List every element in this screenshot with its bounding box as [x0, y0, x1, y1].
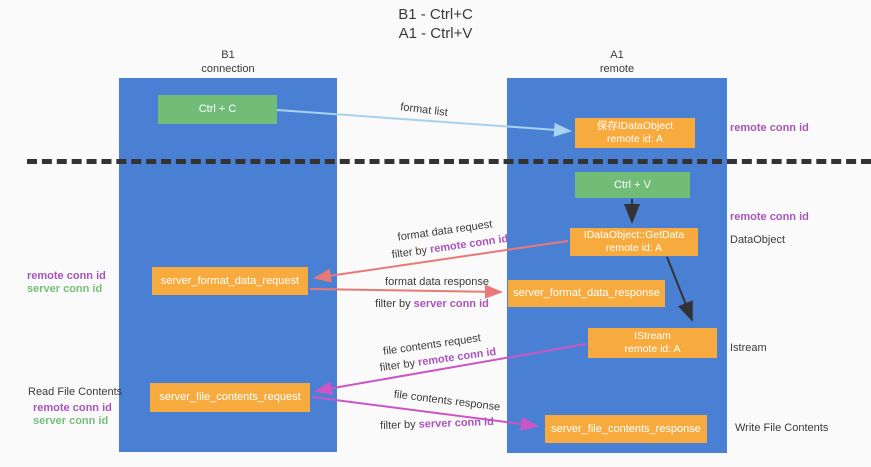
label-format-list: format list — [399, 101, 449, 119]
node-ctrl-v-label: Ctrl + V — [614, 178, 651, 191]
node-istream-line2: remote id: A — [624, 343, 681, 355]
title-line-1: B1 - Ctrl+C — [398, 6, 473, 23]
node-istream: IStream remote id: A — [588, 328, 717, 358]
label-file-contents-response: file contents response — [393, 388, 501, 414]
label-remote-conn-id-left-1: remote conn id — [27, 270, 106, 282]
lane-a1-role: remote — [599, 63, 635, 75]
server-conn-id-text: server conn id — [413, 298, 489, 310]
node-ctrl-c-label: Ctrl + C — [198, 103, 237, 115]
filter-by-text: filter by — [375, 298, 414, 310]
node-server-format-data-response: server_format_data_response — [508, 280, 665, 307]
label-filter-by-server-2: filter by server conn id — [380, 416, 494, 432]
label-istream: Istream — [730, 342, 767, 354]
label-remote-conn-id-mid-right: remote conn id — [730, 211, 809, 223]
node-file-response-label: server_file_contents_response — [551, 422, 701, 435]
node-format-response-label: server_format_data_response — [513, 287, 660, 299]
node-istream-line1: IStream — [634, 330, 671, 342]
server-conn-id-text: server conn id — [418, 416, 495, 431]
label-write-file-contents: Write File Contents — [735, 422, 829, 434]
label-read-file-contents: Read File Contents — [28, 386, 123, 398]
lane-header-a1: A1 remote — [507, 48, 727, 76]
node-getdata-line2: remote id: A — [605, 242, 663, 254]
node-ctrl-c: Ctrl + C — [158, 95, 277, 124]
lane-header-b1: B1 connection — [119, 48, 337, 76]
title-line-2: A1 - Ctrl+V — [398, 25, 473, 42]
label-remote-conn-id-top-right: remote conn id — [730, 122, 809, 134]
lane-b1-name: B1 — [221, 49, 235, 61]
label-server-conn-id-left-2: server conn id — [33, 415, 109, 427]
label-remote-conn-id-left-2: remote conn id — [33, 402, 112, 414]
label-format-data-response: format data response — [385, 276, 489, 288]
node-idataobject-getdata: IDataObject::GetData remote id: A — [570, 228, 698, 256]
node-server-file-contents-request: server_file_contents_request — [150, 383, 310, 412]
diagram-title: B1 - Ctrl+C A1 - Ctrl+V — [0, 5, 871, 43]
node-format-request-label: server_format_data_request — [160, 274, 300, 287]
label-server-conn-id-left-1: server conn id — [27, 283, 103, 295]
format-data-response-arrow — [309, 284, 503, 299]
node-getdata-line1: IDataObject::GetData — [583, 229, 685, 241]
node-server-format-data-request: server_format_data_request — [152, 267, 308, 295]
lane-a1-name: A1 — [610, 49, 624, 61]
node-ctrl-v: Ctrl + V — [575, 172, 690, 198]
node-save-idataobject-line1: 保存IDataObject — [596, 120, 674, 132]
lane-b1-role: connection — [201, 63, 255, 75]
filter-by-text: filter by — [391, 243, 431, 262]
filter-by-text: filter by — [379, 356, 419, 375]
filter-by-text: filter by — [379, 418, 419, 432]
label-filter-by-server-1: filter by server conn id — [375, 298, 489, 310]
machine-boundary-dashed-line — [27, 159, 871, 164]
node-server-file-contents-response: server_file_contents_response — [545, 415, 707, 443]
node-file-request-label: server_file_contents_request — [159, 391, 301, 403]
label-dataobject: DataObject — [730, 234, 786, 246]
node-save-idataobject: 保存IDataObject remote id: A — [575, 118, 695, 148]
node-save-idataobject-line2: remote id: A — [606, 133, 664, 145]
